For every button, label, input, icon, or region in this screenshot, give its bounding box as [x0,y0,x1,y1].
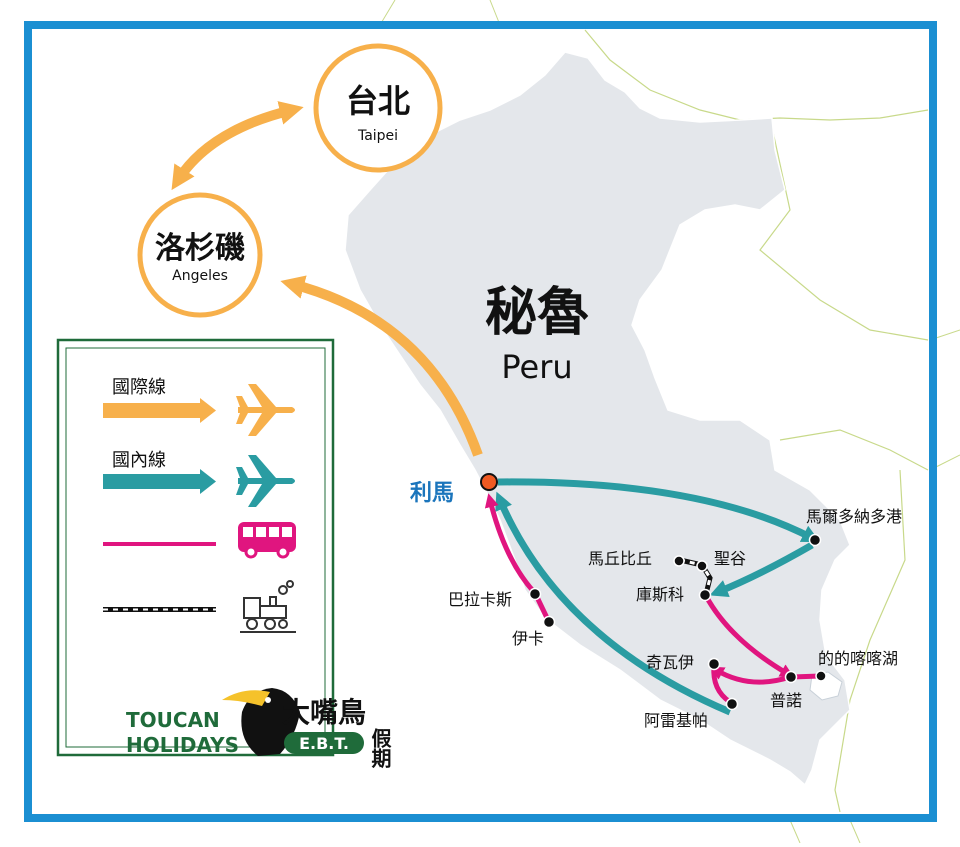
legend-international-label: 國際線 [112,377,166,398]
country-name-zh: 秘魯 [485,283,589,343]
route-cusco-puno [703,594,795,678]
city-dot-cusco [698,588,712,602]
domestic-routes [495,478,821,716]
logo-zh-main: 大嘴鳥 [282,696,366,729]
city-markers [528,533,827,711]
city-label-arequipa: 阿雷基帕 [644,711,708,730]
legend-domestic-label: 國內線 [112,450,166,471]
lima-dot [480,473,498,491]
peru-shape [344,51,851,787]
route-puno-chivay [709,666,791,685]
hub-taipei: 台北 Taipei [313,43,443,173]
route-arequipa-lima [495,491,732,716]
city-dot-paracas [528,587,542,601]
city-label-sacred-valley: 聖谷 [714,549,746,568]
neighbour-border-lines [584,29,929,813]
city-label-machupicchu: 馬丘比丘 [588,549,652,568]
city-dot-arequipa [725,697,739,711]
airplane-icon [236,455,295,507]
logo-line1: TOUCAN [126,708,220,732]
country-name-en: Peru [501,348,572,386]
train-route [679,557,713,595]
city-dot-machupicchu [673,555,685,567]
city-label-titicaca: 的的喀喀湖 [818,649,898,668]
city-dot-sacred-valley [696,560,708,572]
train-icon [240,580,296,633]
city-dot-chivay [707,657,721,671]
hub-la-zh: 洛杉磯 [155,231,245,266]
logo-zh-side: 假期 [368,727,392,769]
city-label-chivay: 奇瓦伊 [646,653,694,672]
hub-los-angeles: 洛杉磯 Angeles [137,192,263,318]
logo-line2: HOLIDAYS [126,733,239,757]
legend-bus-line [103,542,216,546]
capital-label: 利馬 [410,481,454,506]
legend: 國際線 國內線 [56,338,392,769]
bus-icon [238,522,296,559]
legend-domestic-arrow [103,469,216,494]
city-label-paracas: 巴拉卡斯 [448,590,512,609]
city-label-ica: 伊卡 [512,629,544,648]
legend-train-line [103,607,216,612]
route-lima-maldonado [497,478,821,543]
company-logo: TOUCAN HOLIDAYS 大嘴鳥 E.B.T. 假期 [126,688,392,769]
city-label-cusco: 庫斯科 [636,585,684,604]
city-labels: 馬爾多納多港 馬丘比丘 聖谷 庫斯科 巴拉卡斯 伊卡 奇瓦伊 的的喀喀湖 普諾 … [448,507,902,730]
hub-la-en: Angeles [172,268,228,284]
legend-international-arrow [103,398,216,423]
route-la-lima [280,275,483,457]
logo-ebt: E.B.T. [299,734,349,753]
city-label-maldonado: 馬爾多納多港 [806,507,902,526]
city-label-puno: 普諾 [770,691,802,710]
city-dot-puno [784,670,798,684]
hub-taipei-zh: 台北 [346,82,410,120]
bus-routes [484,493,821,705]
city-dot-titicaca [815,670,827,682]
city-dot-ica [542,615,556,629]
international-routes [171,101,483,457]
city-dot-maldonado [808,533,822,547]
route-taipei-la [171,101,304,191]
route-lima-paracas [484,493,536,594]
route-maldonado-cusco [709,541,814,598]
hub-taipei-en: Taipei [357,128,398,144]
airplane-icon [236,384,295,436]
